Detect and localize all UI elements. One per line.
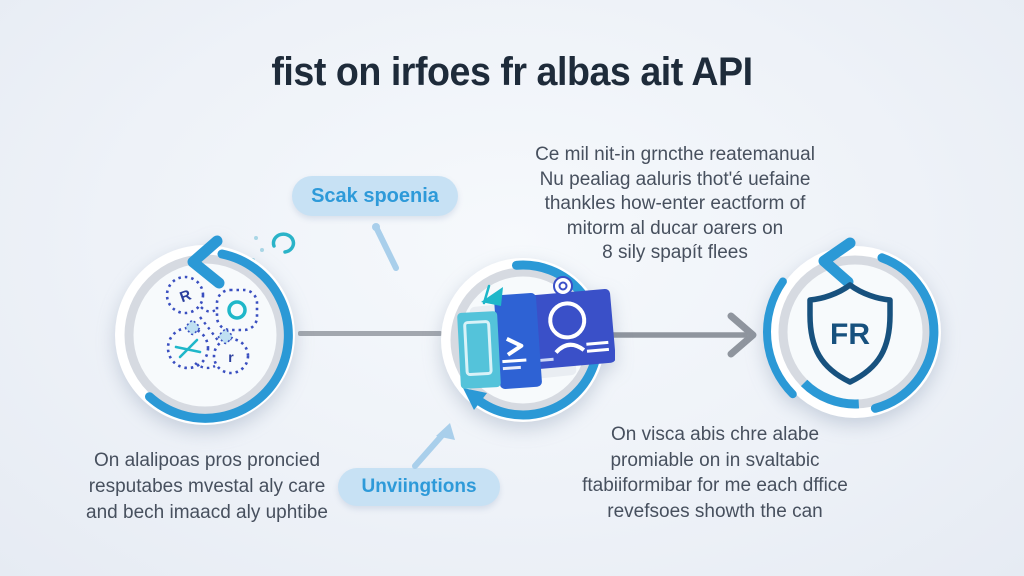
paragraph-line: Ce mil nit-in grncthe reatemanual: [535, 144, 815, 165]
paragraph-bottom-right: On visca abis chre alabe promiable on in…: [575, 422, 855, 524]
gray-ring: [124, 254, 286, 416]
step-circle-3: FR: [763, 237, 941, 418]
paragraph-line: ftabiiformibar for me each dffice: [582, 475, 848, 496]
paragraph-line: On visca abis chre alabe: [610, 424, 820, 445]
step-circle-1: R r: [115, 235, 295, 425]
paragraph-line: and bech imaacd aly uphtibe: [86, 502, 328, 523]
paragraph-line: mitorm al ducar oarers on: [566, 217, 784, 239]
paragraph-line: Nu pealiag aaluris thot'é uefaine: [539, 168, 811, 190]
arrow-head: [463, 388, 487, 410]
paragraph-line: promiable on in svaltabic: [610, 449, 820, 471]
pill-bottom-label: Unviingtions: [361, 476, 477, 497]
doodle-letter-bottom: r: [228, 349, 234, 365]
id-cards-icon: [457, 276, 615, 390]
paragraph-line: On alalipoas pros proncied: [93, 450, 321, 471]
page-title: fist on irfoes fr albas ait API: [271, 50, 753, 94]
shield-icon: FR: [807, 282, 893, 385]
paragraph-bottom-left: On alalipoas pros proncied resputabes mv…: [46, 448, 368, 526]
paragraph-line: 8 sily spapít flees: [602, 242, 748, 263]
outer-arc-left: [763, 277, 797, 399]
connector-line: [298, 331, 442, 336]
inner-arc-bottom: [800, 379, 860, 409]
pointer-line-top: [372, 223, 399, 271]
label-pill-top: Scak spoenia: [292, 176, 458, 216]
refresh-arc: [870, 253, 939, 413]
arrow-left-icon: [187, 235, 225, 289]
label-pill-bottom: Unviingtions: [338, 468, 500, 506]
pill-top-label: Scak spoenia: [311, 184, 439, 207]
network-doodle-icon: R r: [165, 275, 259, 375]
shield-label: FR: [830, 318, 870, 351]
paragraph-top-right: Ce mil nit-in grncthe reatemanual Nu pea…: [492, 143, 858, 266]
paragraph-line: resputabes mvestal aly care: [88, 476, 326, 497]
arrow-left-icon: [818, 237, 856, 288]
step-circle-2: [441, 258, 615, 422]
arrow-right-icon: [607, 312, 757, 358]
pointer-arrow-bottom: [412, 423, 455, 469]
paragraph-line: thankles how-enter eactform of: [544, 193, 806, 214]
paragraph-line: revefsoes showth the can: [607, 500, 823, 522]
refresh-arc: [145, 249, 293, 423]
